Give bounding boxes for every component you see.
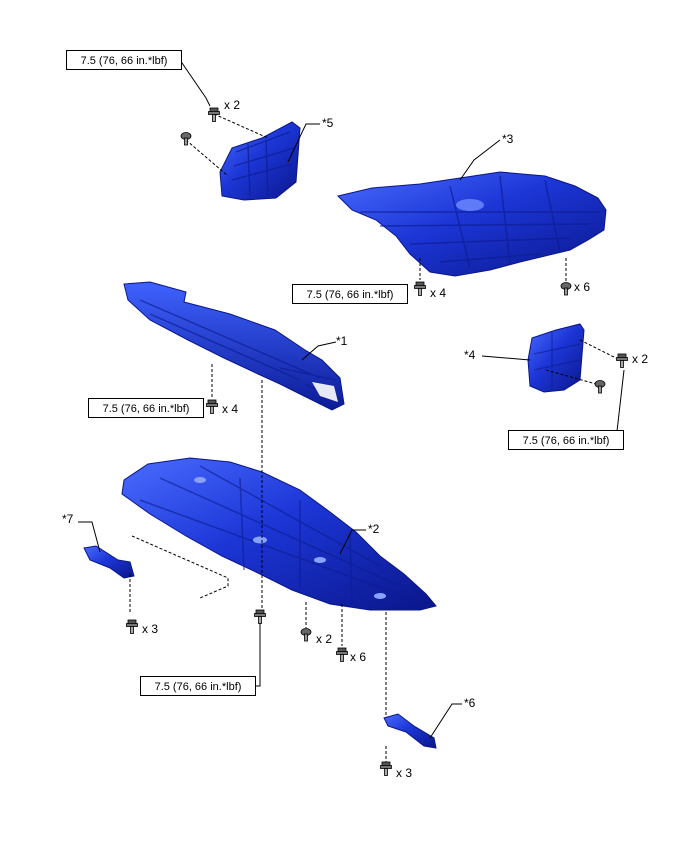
bolt-icon xyxy=(336,647,348,662)
bolt-icon xyxy=(208,107,220,122)
bolt-icon xyxy=(206,399,218,414)
torque-spec-box-part-5: 7.5 (76, 66 in.*lbf) xyxy=(66,50,182,70)
fastener-count-p7-bottom: x 3 xyxy=(142,622,159,636)
fastener-count-p2-a: x 2 xyxy=(316,632,333,646)
part-label-5: *5 xyxy=(322,116,334,130)
part-7-bracket xyxy=(83,545,135,579)
fastener-count-p3-left: x 4 xyxy=(430,286,447,300)
bolt-icon xyxy=(254,609,266,624)
bolt-icon xyxy=(380,761,392,776)
part-4-shield xyxy=(527,323,585,393)
part-1-bumper-cover xyxy=(123,281,345,411)
part-label-7: *7 xyxy=(62,512,74,526)
part-3-undercover xyxy=(337,171,607,277)
torque-spec-box-part-1: 7.5 (76, 66 in.*lbf) xyxy=(88,398,204,418)
clip-icon xyxy=(300,628,312,642)
leader-lines xyxy=(78,59,625,739)
clip-icon xyxy=(560,282,572,296)
fastener-count-p3-right: x 6 xyxy=(574,280,591,294)
part-label-2: *2 xyxy=(368,522,380,536)
part-label-3: *3 xyxy=(502,132,514,146)
fastener-count-p2-b: x 6 xyxy=(350,650,367,664)
fastener-count-p4-right: x 2 xyxy=(632,352,649,366)
bolt-icon xyxy=(414,281,426,296)
part-6-bracket xyxy=(383,713,437,749)
clip-icon xyxy=(180,132,192,146)
part-label-4: *4 xyxy=(464,348,476,362)
part-label-6: *6 xyxy=(464,696,476,710)
fastener-count-p5-upper: x 2 xyxy=(224,98,241,112)
fastener-count-p1-bottom: x 4 xyxy=(222,402,239,416)
dashed-guide-lines xyxy=(129,113,617,762)
bolt-icon xyxy=(126,619,138,634)
torque-spec-box-part-4: 7.5 (76, 66 in.*lbf) xyxy=(508,430,624,450)
clip-icon xyxy=(594,380,606,394)
part-2-main-undercover xyxy=(121,457,437,611)
part-label-1: *1 xyxy=(336,334,348,348)
part-5-shield xyxy=(219,121,301,201)
bolt-icon xyxy=(616,353,628,368)
torque-spec-box-part-3: 7.5 (76, 66 in.*lbf) xyxy=(292,284,408,304)
torque-spec-box-part-2: 7.5 (76, 66 in.*lbf) xyxy=(140,676,256,696)
fastener-count-p6-bottom: x 3 xyxy=(396,766,413,780)
